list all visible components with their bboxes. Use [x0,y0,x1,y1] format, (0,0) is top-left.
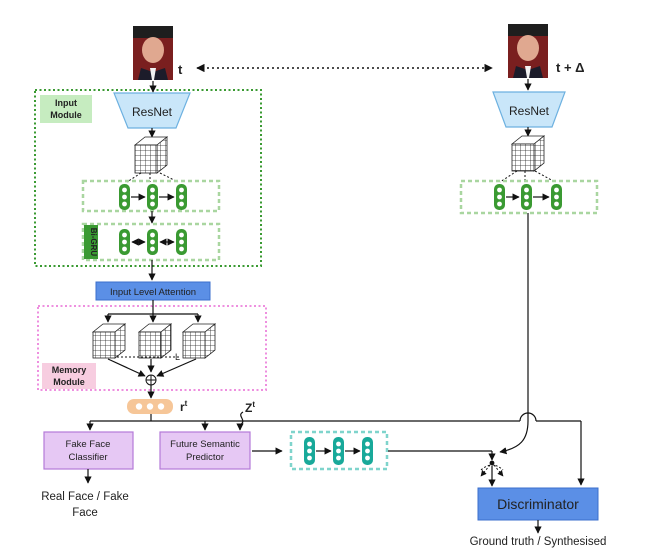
memory-merge-arrow [107,358,146,377]
bigru-label: Bi-GRU [89,228,98,257]
feature-cube-left [133,136,169,174]
cube-split-line-1 [126,172,142,183]
gru-unit [176,184,187,210]
input-module-title-2: Module [50,110,82,120]
memory-module-title-2: Module [53,377,85,387]
gru-unit [147,184,158,210]
rt-vector [127,399,173,414]
memory-module-tag [42,363,96,389]
face-image-t [133,26,173,80]
face-image-t-delta [508,24,548,78]
gru-unit [551,184,562,210]
gru-unit [119,184,130,210]
memory-cube [181,323,217,359]
predicted-sequence-box [289,430,389,471]
fake-face-classifier-label-1: Fake Face [66,439,111,450]
frame-label-t: t [178,62,183,77]
predicted-unit [362,437,373,465]
fake-face-classifier-box [43,431,134,470]
gru-unit [494,184,505,210]
switch-arc [480,464,504,471]
memory-module-box [37,305,267,391]
gru-row-left [81,179,221,213]
fake-face-classifier-label-2: Classifier [68,452,107,463]
memory-module-title-1: Memory [52,365,87,375]
switch-node [489,460,495,466]
discriminator-label: Discriminator [497,496,579,512]
input-module-box [34,89,262,267]
bigru-unit [119,229,130,255]
input-module-title-1: Input [55,98,77,108]
frame-label-t-delta: t + Δ [556,60,585,75]
memory-cube [137,323,173,359]
discriminator-box [477,487,599,521]
predictor-label-1: Future Semantic [170,439,240,450]
input-level-attention-label: Input Level Attention [110,287,196,298]
resnet-block-right [492,91,566,128]
bigru-tag [84,225,98,259]
zt-arrow [236,411,244,431]
memory-merge-arrow [156,358,197,377]
classifier-output-label-2: Face [72,507,98,519]
cube-split-line-right-1 [499,170,518,183]
bigru-unit [176,229,187,255]
rt-label: rt [180,399,188,414]
bigru-unit [147,229,158,255]
ground-truth-to-switch-arrow [499,420,529,455]
discriminator-output-label: Ground truth / Synthesised [470,536,607,548]
predicted-unit [304,437,315,465]
feature-cube-right [510,135,546,172]
classifier-output-label-1: Real Face / Fake [41,491,129,503]
memory-cube [91,323,127,359]
predictor-label-2: Predictor [186,452,224,463]
memory-dots-label: L [175,352,180,362]
resnet-label-right: ResNet [509,104,550,118]
zt-label: Zt [245,400,255,415]
future-semantic-predictor-box [159,431,251,470]
predicted-unit [333,437,344,465]
resnet-block-left [113,92,191,129]
bigru-row [81,222,221,262]
input-module-tag [40,95,92,123]
resnet-label-left: ResNet [132,105,173,119]
gru-unit [521,184,532,210]
switch-arrow-right [493,464,504,477]
